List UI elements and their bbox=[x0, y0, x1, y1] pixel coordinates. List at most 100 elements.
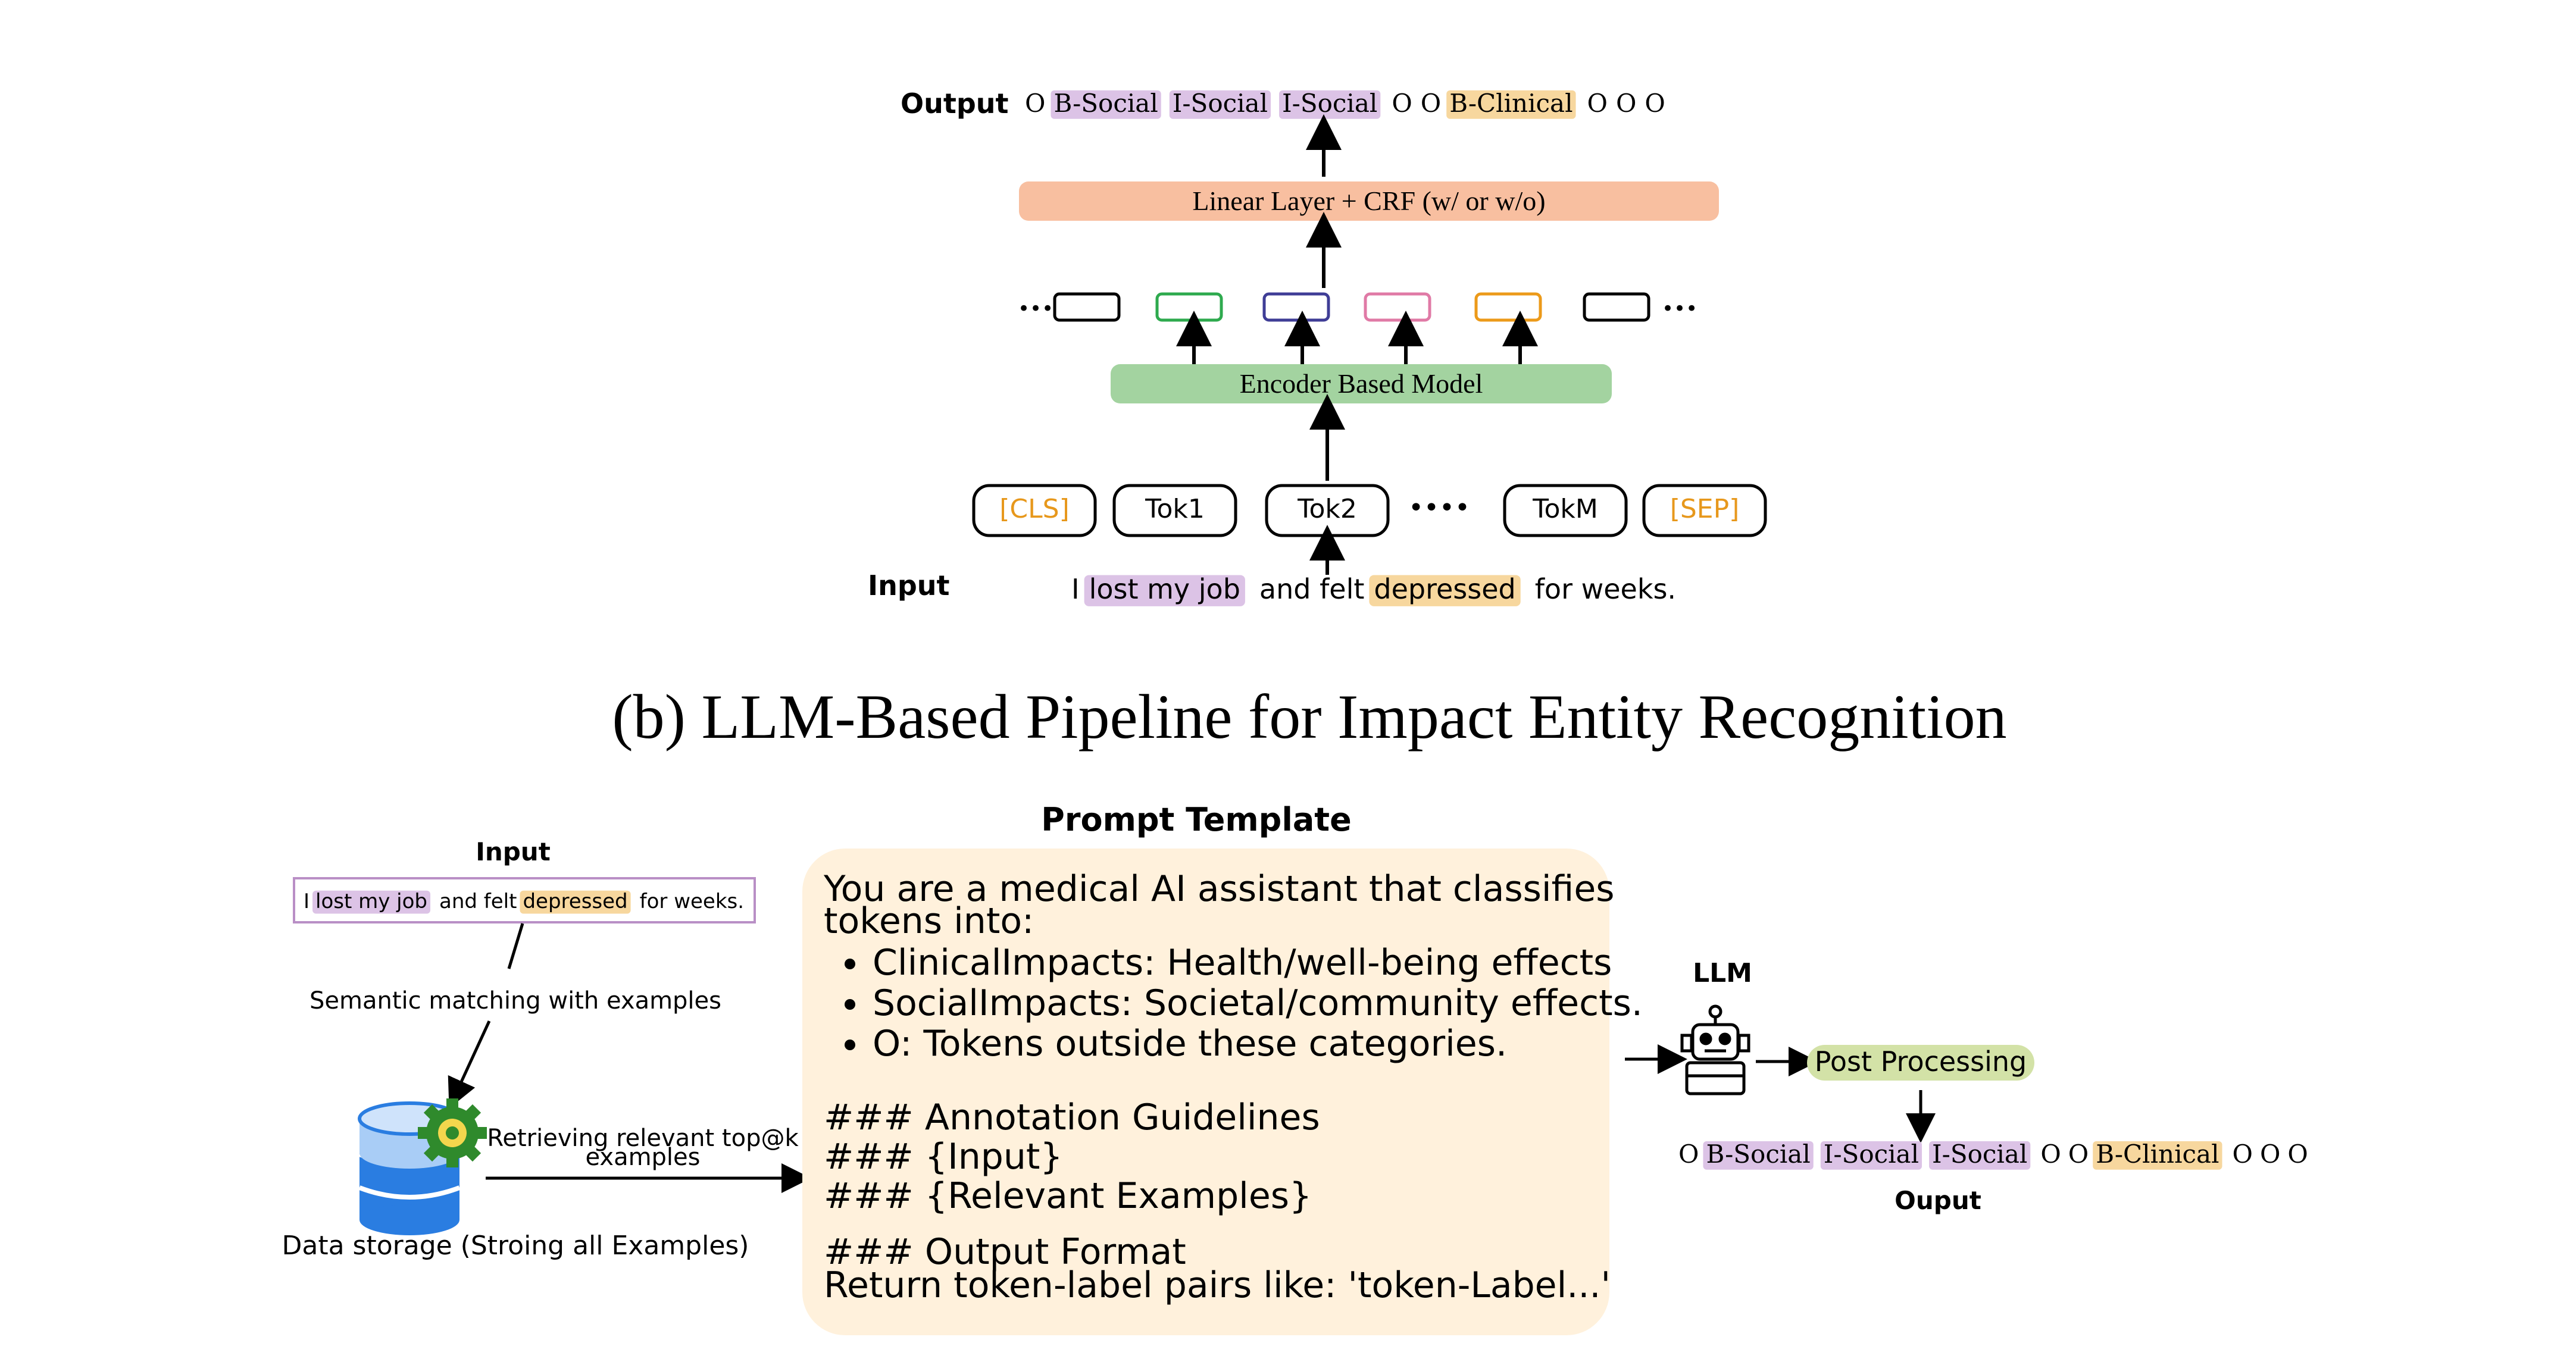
token-sep: [SEP] bbox=[1670, 494, 1740, 524]
bullet-dot-3 bbox=[845, 1040, 855, 1050]
bottom-input-word-highlight-3 bbox=[520, 890, 631, 914]
prompt-examples-placeholder: ### {Relevant Examples} bbox=[824, 1175, 1312, 1217]
bottom-output-tag-highlight-2 bbox=[1820, 1141, 1922, 1170]
bullet-dot-2 bbox=[845, 999, 855, 1010]
token-row: [CLS] Tok1 Tok2 •••• TokM [SEP] bbox=[972, 484, 1767, 537]
top-output-tag-6: B-Clinical bbox=[1449, 89, 1573, 118]
embedding-vector-5 bbox=[1583, 292, 1650, 322]
bottom-output-tag-2: I-Social bbox=[1824, 1139, 1919, 1169]
encoder-label: Encoder Based Model bbox=[1240, 368, 1483, 399]
embedding-vector-0 bbox=[1053, 292, 1121, 322]
bullet-dot-1 bbox=[845, 959, 855, 969]
prompt-bullet-3: O: Tokens outside these categories. bbox=[873, 1023, 1507, 1065]
top-output-tag-highlight-3 bbox=[1279, 90, 1381, 119]
top-output-tag-2: I-Social bbox=[1173, 89, 1268, 118]
top-input-word-3: depressed bbox=[1374, 573, 1515, 605]
embedding-vector-3 bbox=[1364, 292, 1431, 322]
top-output-tag-5: O bbox=[1421, 89, 1441, 118]
top-output-tag-9: O bbox=[1645, 89, 1665, 118]
token-ellipsis: •••• bbox=[1408, 493, 1470, 523]
bottom-output-label: Ouput bbox=[1895, 1186, 1981, 1215]
bottom-input-word-1: lost my job bbox=[315, 890, 427, 913]
top-output-tag-highlight-6 bbox=[1446, 90, 1576, 119]
token-2: Tok2 bbox=[1297, 494, 1357, 524]
top-output-tag-1: B-Social bbox=[1053, 89, 1158, 118]
retrieving-label-line2: examples bbox=[585, 1144, 700, 1171]
bottom-output-tag-6: B-Clinical bbox=[2096, 1139, 2219, 1169]
embedding-row bbox=[1053, 292, 1650, 322]
prompt-line-2: tokens into: bbox=[824, 900, 1034, 942]
prompt-output-format: ### Output Format bbox=[824, 1231, 1186, 1273]
bottom-output-tag-highlight-6 bbox=[2093, 1141, 2222, 1170]
bottom-input-word-2: and felt bbox=[439, 890, 517, 913]
bottom-output-tag-1: B-Social bbox=[1706, 1139, 1810, 1169]
token-m: TokM bbox=[1532, 494, 1598, 524]
bottom-input-word-highlight-1 bbox=[312, 890, 431, 914]
gear-icon bbox=[418, 1098, 487, 1167]
llm-label: LLM bbox=[1693, 958, 1752, 988]
prompt-return-line: Return token-label pairs like: 'token-La… bbox=[824, 1264, 1611, 1306]
matching-line-top bbox=[507, 923, 524, 969]
embedding-ellipsis-right: ••• bbox=[1662, 297, 1697, 321]
data-storage-label: Data storage (Stroing all Examples) bbox=[282, 1231, 749, 1261]
token-cls-box bbox=[972, 484, 1097, 537]
bottom-output-tag-4: O bbox=[2040, 1139, 2061, 1169]
retrieving-label-line1: Retrieving relevant top@k bbox=[487, 1125, 799, 1152]
token-sep-box bbox=[1642, 484, 1767, 537]
token-cls: [CLS] bbox=[999, 494, 1070, 524]
linear-layer-box bbox=[1019, 181, 1719, 221]
top-input-word-1: lost my job bbox=[1089, 573, 1240, 605]
bottom-output-tag-7: O bbox=[2233, 1139, 2253, 1169]
top-output-tag-0: O bbox=[1025, 89, 1045, 118]
bottom-input-word-3: depressed bbox=[523, 890, 627, 913]
top-output-tag-highlight-1 bbox=[1051, 90, 1161, 119]
bottom-output-tag-9: O bbox=[2287, 1139, 2308, 1169]
bottom-output-tag-5: O bbox=[2068, 1139, 2089, 1169]
matching-arrow-to-storage bbox=[448, 1020, 491, 1109]
prompt-template-box bbox=[802, 849, 1609, 1335]
top-input-word-4: for weeks. bbox=[1535, 573, 1676, 605]
top-output-tag-7: O bbox=[1587, 89, 1608, 118]
section-title: (b) LLM-Based Pipeline for Impact Entity… bbox=[612, 682, 2006, 752]
embedding-vector-1 bbox=[1155, 292, 1223, 322]
top-output-label: Output bbox=[901, 87, 1009, 120]
prompt-guidelines: ### Annotation Guidelines bbox=[824, 1097, 1320, 1138]
top-input-label: Input bbox=[868, 569, 950, 602]
top-input-word-highlight-1 bbox=[1084, 575, 1245, 606]
top-input-word-0: I bbox=[1071, 573, 1080, 605]
prompt-bullet-2: SocialImpacts: Societal/community effect… bbox=[873, 982, 1643, 1024]
embedding-vector-2 bbox=[1262, 292, 1330, 322]
top-input-word-2: and felt bbox=[1259, 573, 1364, 605]
prompt-input-placeholder: ### {Input} bbox=[824, 1136, 1063, 1178]
bottom-input-label: Input bbox=[476, 837, 551, 866]
post-processing-box bbox=[1807, 1045, 2034, 1081]
prompt-bullet-1: ClinicalImpacts: Health/well-being effec… bbox=[873, 942, 1612, 984]
semantic-matching-label: Semantic matching with examples bbox=[310, 987, 721, 1015]
top-input-word-highlight-3 bbox=[1369, 575, 1521, 606]
top-output-tag-highlight-2 bbox=[1169, 90, 1271, 119]
linear-layer-label: Linear Layer + CRF (w/ or w/o) bbox=[1192, 186, 1545, 216]
bottom-input-word-4: for weeks. bbox=[640, 890, 744, 913]
embedding-ellipsis-left: ••• bbox=[1018, 297, 1053, 321]
top-output-tag-3: I-Social bbox=[1282, 89, 1377, 118]
top-output-tag-8: O bbox=[1616, 89, 1636, 118]
embedding-vector-4 bbox=[1474, 292, 1542, 322]
bottom-input-word-0: I bbox=[304, 890, 310, 913]
robot-icon bbox=[1680, 1004, 1750, 1095]
encoder-box bbox=[1111, 364, 1612, 403]
token-m-box bbox=[1503, 484, 1628, 537]
bottom-output-tag-highlight-3 bbox=[1929, 1141, 2031, 1170]
bottom-output-tag-8: O bbox=[2260, 1139, 2280, 1169]
prompt-line-1: You are a medical AI assistant that clas… bbox=[823, 868, 1615, 910]
prompt-template-title: Prompt Template bbox=[1041, 801, 1351, 838]
token-1-box bbox=[1112, 484, 1237, 537]
top-output-tag-4: O bbox=[1392, 89, 1412, 118]
post-processing-label: Post Processing bbox=[1815, 1045, 2027, 1078]
bottom-output-tag-0: O bbox=[1678, 1139, 1699, 1169]
bottom-output-tag-3: I-Social bbox=[1932, 1139, 2027, 1169]
